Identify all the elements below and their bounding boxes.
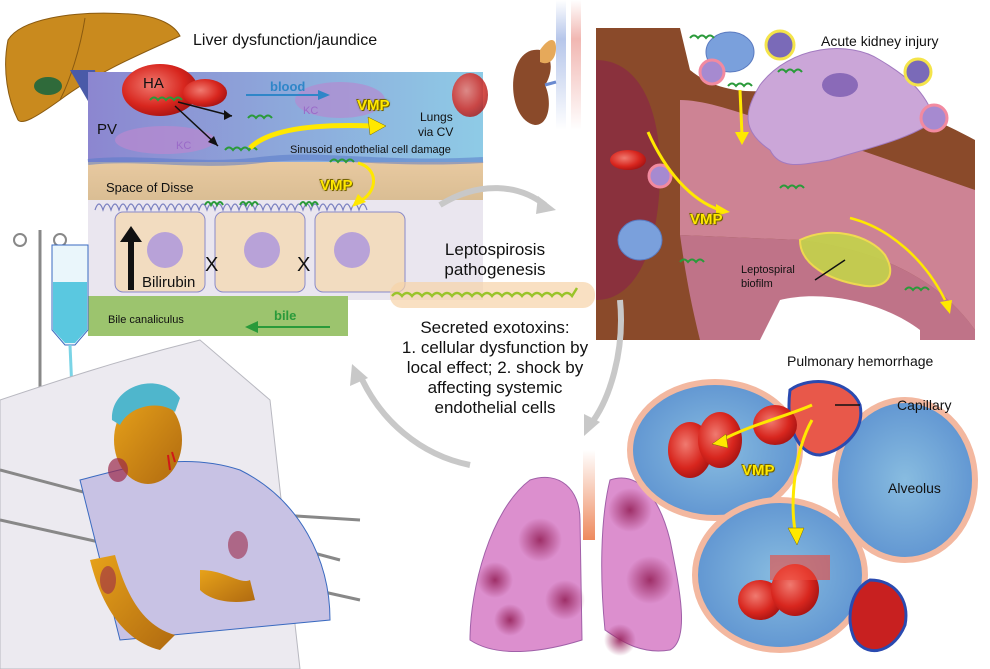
capillary-label: Capillary <box>897 397 952 413</box>
vmp-label-liver-2: VMP <box>320 177 353 194</box>
exotoxins-line-1: 1. cellular dysfunction by <box>401 338 589 358</box>
kidney-tubule-panel <box>596 28 975 340</box>
biofilm-label-line-2: biofilm <box>741 278 773 290</box>
kupffer-cell-label-2: KC <box>176 140 192 152</box>
alveoli-panel <box>627 379 978 653</box>
center-summary: Leptospirosis pathogenesis Secreted exot… <box>380 240 610 418</box>
exotoxins-line-3: affecting systemic <box>427 378 563 398</box>
sinusoid-damage-label: Sinusoid endothelial cell damage <box>290 144 451 156</box>
tight-junction-block-2: X <box>297 254 311 276</box>
cycle-arrow-head-3 <box>350 364 368 386</box>
liver-lobule-panel <box>87 64 488 336</box>
vmp-label-liver-1: VMP <box>357 97 390 114</box>
kupffer-cell-label-1: KC <box>303 105 319 117</box>
center-title-line-2: pathogenesis <box>444 260 546 280</box>
cycle-arrow-head-2 <box>584 414 600 436</box>
cycle-arrow-head-1 <box>536 196 556 214</box>
kidney-panel-title: Acute kidney injury <box>821 33 939 49</box>
bilirubin-label: Bilirubin <box>142 274 196 291</box>
blood-label: blood <box>270 79 306 94</box>
via-cv-label: via CV <box>418 125 454 139</box>
biofilm-label-line-1: Leptospiral <box>741 264 795 276</box>
lungs-organ-icon <box>469 450 683 656</box>
lung-panel-title: Pulmonary hemorrhage <box>787 353 934 369</box>
exotoxins-line-4: endothelial cells <box>434 398 556 418</box>
alveolus-label: Alveolus <box>888 480 941 496</box>
pv-label: PV <box>97 121 118 138</box>
bile-canaliculus-label: Bile canaliculus <box>108 314 184 326</box>
vmp-label-kidney: VMP <box>690 211 723 228</box>
bile-label: bile <box>274 308 297 323</box>
lungs-label: Lungs <box>420 110 453 124</box>
tight-junction-block-1: X <box>205 254 219 276</box>
liver-panel-title: Liver dysfunction/jaundice <box>193 32 378 49</box>
exotoxins-line-2: local effect; 2. shock by <box>406 358 584 378</box>
patient-illustration <box>0 230 361 669</box>
center-title-line-1: Leptospirosis <box>444 240 546 259</box>
cycle-arrows <box>357 185 624 468</box>
kidney-organ-icon <box>513 0 581 130</box>
leptospira-bacterium-icon <box>390 282 595 308</box>
space-of-disse-label: Space of Disse <box>106 180 194 195</box>
vmp-label-lung: VMP <box>742 462 775 479</box>
ha-label: HA <box>143 75 164 92</box>
exotoxins-heading: Secreted exotoxins: <box>420 318 570 338</box>
